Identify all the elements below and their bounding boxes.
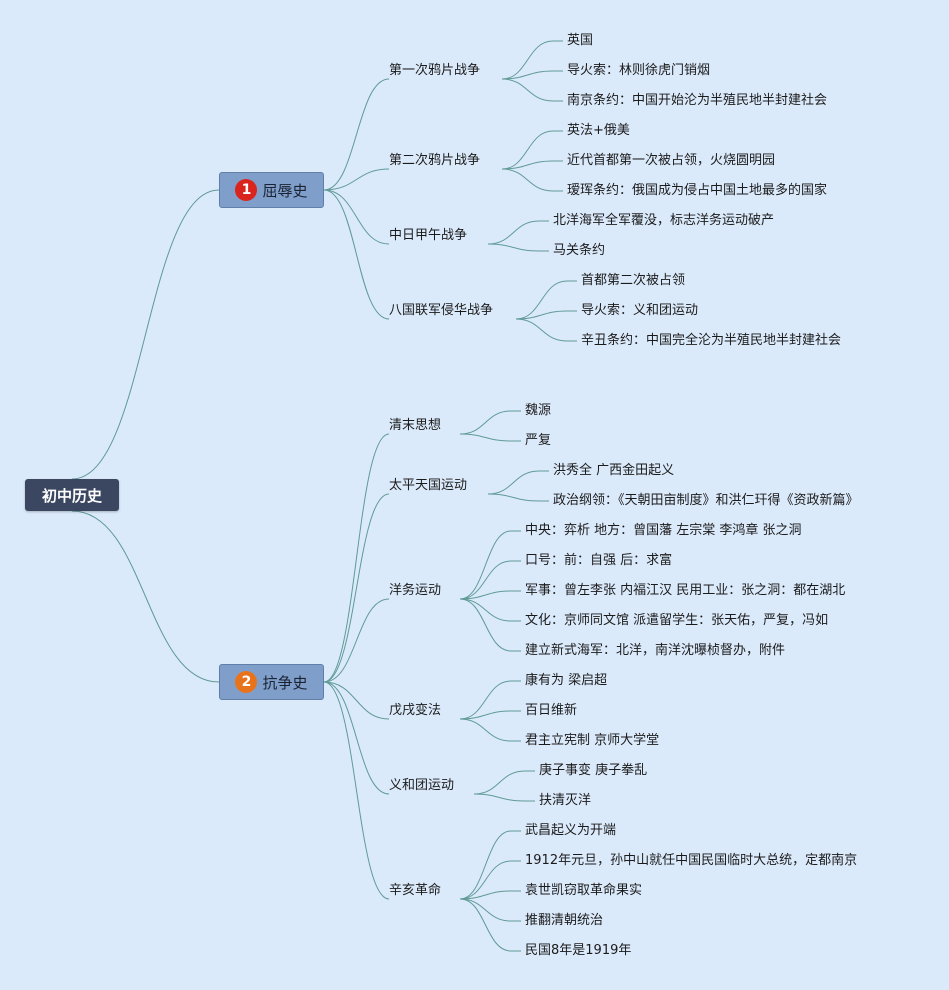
connector-branch-topic xyxy=(323,493,390,683)
connector-topic-leaf xyxy=(515,310,568,320)
connector-topic-leaf xyxy=(459,710,512,720)
connector-topic-leaf xyxy=(459,830,512,900)
topic-second-opium-war[interactable]: 第二次鸦片战争 xyxy=(389,153,481,168)
connector-topic-leaf xyxy=(459,530,512,600)
connector-topic-leaf xyxy=(515,280,568,320)
leaf[interactable]: 洪秀全 广西金田起义 xyxy=(553,463,675,478)
connector-branch-topic xyxy=(323,168,390,191)
topic-taiping[interactable]: 太平天国运动 xyxy=(389,478,468,493)
connector-branch-topic xyxy=(323,598,390,683)
connector-branch-topic xyxy=(323,681,390,900)
leaf[interactable]: 中央：弈析 地方：曾国藩 左宗棠 李鸿章 张之洞 xyxy=(525,523,802,538)
connector-topic-leaf xyxy=(501,168,554,192)
leaf[interactable]: 英国 xyxy=(567,33,594,48)
leaf[interactable]: 民国8年是1919年 xyxy=(525,943,632,958)
connector-topic-leaf xyxy=(459,898,512,952)
connector-topic-leaf xyxy=(487,493,540,502)
leaf[interactable]: 南京条约：中国开始沦为半殖民地半封建社会 xyxy=(567,93,828,108)
root-node[interactable]: 初中历史 xyxy=(25,479,119,511)
number-1-badge-icon: 1 xyxy=(235,179,258,201)
leaf[interactable]: 建立新式海军：北洋，南洋沈曝桢督办，附件 xyxy=(525,643,786,658)
connector-branch-topic xyxy=(323,681,390,795)
connector-root-branch xyxy=(71,189,220,480)
connector-topic-leaf xyxy=(501,78,554,102)
connector-topic-leaf xyxy=(459,898,512,922)
topic-eight-nation-war[interactable]: 八国联军侵华战争 xyxy=(389,303,494,318)
branch-label: 抗争史 xyxy=(262,673,308,692)
connector-branch-topic xyxy=(323,189,390,320)
connector-topic-leaf xyxy=(487,243,540,252)
leaf[interactable]: 魏源 xyxy=(525,403,552,418)
connector-topic-leaf xyxy=(501,130,554,170)
leaf[interactable]: 口号：前：自强 后：求富 xyxy=(525,553,673,568)
root-label: 初中历史 xyxy=(41,486,102,505)
connector-topic-leaf xyxy=(501,70,554,80)
leaf[interactable]: 严复 xyxy=(525,433,552,448)
leaf[interactable]: 扶清灭洋 xyxy=(539,793,592,808)
connector-topic-leaf xyxy=(459,410,512,435)
connector-topic-leaf xyxy=(459,560,512,600)
leaf[interactable]: 军事：曾左李张 内福江汉 民用工业：张之洞：都在湖北 xyxy=(525,583,846,598)
connector-branch-topic xyxy=(323,189,390,245)
connector-topic-leaf xyxy=(459,598,512,652)
leaf[interactable]: 马关条约 xyxy=(553,243,606,258)
topic-sino-japanese-war[interactable]: 中日甲午战争 xyxy=(389,228,468,243)
leaf[interactable]: 推翻清朝统治 xyxy=(525,913,604,928)
leaf[interactable]: 英法+俄美 xyxy=(567,123,630,138)
connector-topic-leaf xyxy=(487,470,540,495)
leaf[interactable]: 百日维新 xyxy=(525,703,578,718)
branch-node-struggle[interactable]: 2 抗争史 xyxy=(219,664,324,700)
connector-topic-leaf xyxy=(459,718,512,742)
leaf[interactable]: 首都第二次被占领 xyxy=(581,273,686,288)
connector-root-branch xyxy=(71,510,220,683)
connector-topic-leaf xyxy=(459,680,512,720)
connector-topic-leaf xyxy=(473,770,526,795)
leaf[interactable]: 北洋海军全军覆没，标志洋务运动破产 xyxy=(553,213,775,228)
topic-hundred-days-reform[interactable]: 戊戌变法 xyxy=(389,703,442,718)
connector-topic-leaf xyxy=(459,860,512,900)
leaf[interactable]: 导火索：义和团运动 xyxy=(581,303,699,318)
number-2-badge-icon: 2 xyxy=(235,671,258,693)
leaf[interactable]: 辛丑条约：中国完全沦为半殖民地半封建社会 xyxy=(581,333,842,348)
connector-branch-topic xyxy=(323,78,390,191)
leaf[interactable]: 瑷珲条约：俄国成为侵占中国土地最多的国家 xyxy=(567,183,828,198)
topic-self-strengthening[interactable]: 洋务运动 xyxy=(389,583,442,598)
leaf[interactable]: 文化：京师同文馆 派遣留学生：张天佑，严复，冯如 xyxy=(525,613,829,628)
leaf[interactable]: 导火索：林则徐虎门销烟 xyxy=(567,63,711,78)
connector-branch-topic xyxy=(323,433,390,683)
topic-xinhai-revolution[interactable]: 辛亥革命 xyxy=(389,883,442,898)
leaf[interactable]: 庚子事变 庚子拳乱 xyxy=(539,763,648,778)
topic-boxer-movement[interactable]: 义和团运动 xyxy=(389,778,455,793)
connector-topic-leaf xyxy=(515,318,568,342)
leaf[interactable]: 政治纲领：《天朝田亩制度》和洪仁玕得《资政新篇》 xyxy=(553,493,859,508)
leaf[interactable]: 近代首都第一次被占领，火烧圆明园 xyxy=(567,153,776,168)
branch-label: 屈辱史 xyxy=(262,181,308,200)
connector-topic-leaf xyxy=(459,598,512,622)
connector-topic-leaf xyxy=(473,793,526,802)
connector-topic-leaf xyxy=(459,890,512,900)
connector-topic-leaf xyxy=(487,220,540,245)
leaf[interactable]: 君主立宪制 京师大学堂 xyxy=(525,733,660,748)
connector-topic-leaf xyxy=(459,590,512,600)
leaf[interactable]: 武昌起义为开端 xyxy=(525,823,617,838)
connector-topic-leaf xyxy=(459,433,512,442)
topic-first-opium-war[interactable]: 第一次鸦片战争 xyxy=(389,63,481,78)
leaf[interactable]: 袁世凯窃取革命果实 xyxy=(525,883,643,898)
connector-topic-leaf xyxy=(501,160,554,170)
connector-topic-leaf xyxy=(501,40,554,80)
branch-node-humiliation[interactable]: 1 屈辱史 xyxy=(219,172,324,208)
leaf[interactable]: 康有为 梁启超 xyxy=(525,673,608,688)
connector-branch-topic xyxy=(323,681,390,720)
leaf[interactable]: 1912年元旦，孙中山就任中国民国临时大总统，定都南京 xyxy=(525,853,858,868)
topic-late-qing-thought[interactable]: 清末思想 xyxy=(389,418,442,433)
